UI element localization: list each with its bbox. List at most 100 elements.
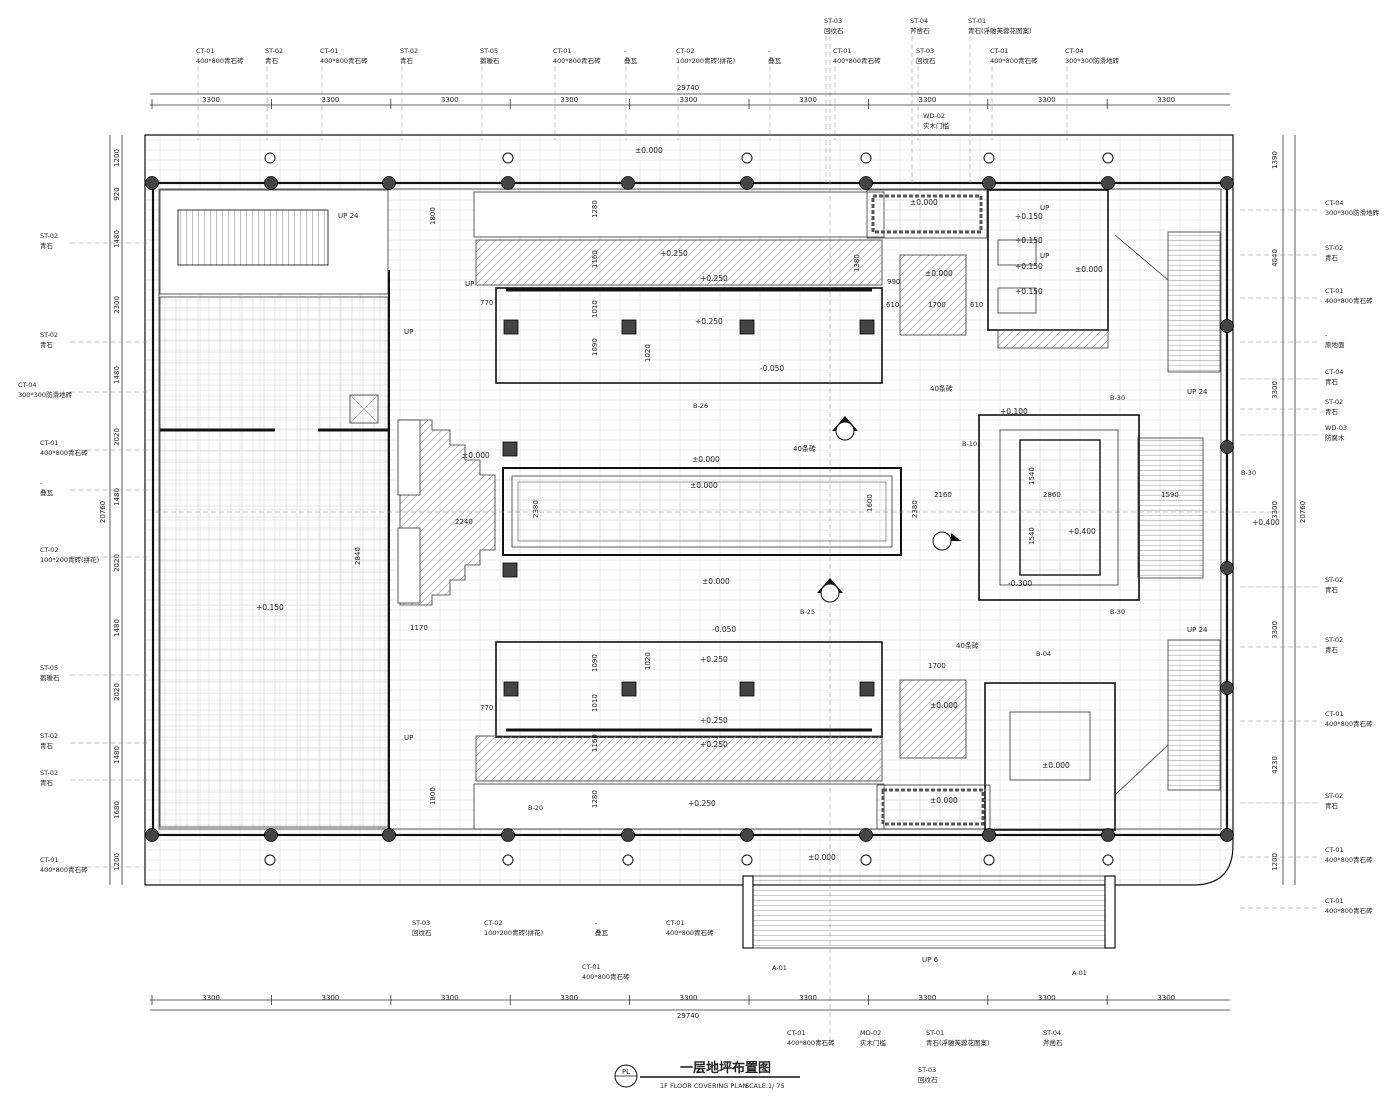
dim-module: 3300	[918, 96, 936, 104]
column	[382, 828, 396, 842]
material-tag-name: 100*200青砖(拼花)	[676, 56, 735, 65]
column	[859, 176, 873, 190]
material-tag-code: CT-01	[1325, 710, 1344, 718]
material-tag-name: 400*800青石砖	[196, 56, 244, 65]
dim-segment: 3300	[1271, 501, 1279, 519]
dim-module: 3300	[321, 994, 339, 1002]
level-label: +0.400	[1252, 518, 1280, 527]
ref-label: B-10	[962, 440, 977, 448]
material-tag-code: ST-03	[824, 17, 842, 25]
column	[1101, 828, 1115, 842]
dim-module: 3300	[321, 96, 339, 104]
material-tag-name: 300*300防滑地砖	[18, 390, 73, 399]
inner-dim: 610	[886, 301, 899, 309]
dim-segment: 4230	[1271, 756, 1279, 774]
material-tag-code: ST-02	[265, 47, 283, 55]
material-tag-name: 叠瓦	[768, 57, 782, 65]
stair-label: UP 24	[1187, 626, 1208, 634]
columns	[145, 152, 1234, 866]
column	[982, 828, 996, 842]
material-tag-name: 青石	[40, 778, 54, 787]
column-base	[502, 152, 514, 164]
material-tag-code: -	[40, 479, 43, 487]
dim-module: 3300	[1038, 96, 1056, 104]
column-base	[983, 854, 995, 866]
central-pool	[502, 467, 902, 556]
dim-module: 3300	[1157, 96, 1175, 104]
column	[264, 176, 278, 190]
inner-dim: 2160	[934, 491, 952, 499]
stair-label: UP 24	[1187, 388, 1208, 396]
column	[501, 176, 515, 190]
stair-label: UP	[465, 280, 474, 288]
dim-segment: 2020	[113, 428, 121, 446]
level-label: +0.100	[1000, 407, 1028, 416]
material-tag-name: 400*800青石砖	[787, 1038, 835, 1047]
level-label: +0.150	[1015, 236, 1043, 245]
level-label: +0.250	[700, 274, 728, 283]
dim-module: 3300	[202, 96, 220, 104]
material-tag-name: 原地面	[1325, 340, 1345, 349]
material-tag-code: ST-03	[412, 919, 430, 927]
column-base	[264, 152, 276, 164]
material-tag-name: 叠瓦	[595, 929, 609, 937]
inner-dim: 1160	[591, 250, 599, 268]
bottom-material-tags-row1: ST-03回纹石CT-02100*200青砖(拼花)-叠瓦CT-01400*80…	[412, 919, 714, 937]
level-label: +0.150	[256, 603, 284, 612]
column	[501, 828, 515, 842]
section-marker	[817, 416, 961, 603]
material-tag-code: ST-01	[968, 17, 986, 25]
material-tag-name: 400*800青石砖	[1325, 719, 1373, 728]
column-base	[622, 854, 634, 866]
material-tag-code: CT-01	[990, 47, 1009, 55]
inner-dim: 2840	[354, 547, 362, 565]
inner-dim: 2380	[911, 500, 919, 518]
ref-label: B-30	[1241, 469, 1256, 477]
inner-dimensions: 2240 2380 2380 1800 1800 1170 2840 1600 …	[354, 200, 1179, 808]
dim-segment: 1480	[113, 746, 121, 764]
inner-dim: 1020	[644, 652, 652, 670]
entry-steps	[742, 875, 1116, 949]
column	[621, 176, 635, 190]
material-tag-code: CT-01	[553, 47, 572, 55]
material-tag-code: ST-02	[1325, 398, 1343, 406]
stair-label: UP	[1040, 252, 1049, 260]
material-tag-code: ST-02	[40, 232, 58, 240]
door-tag-code: WD-02	[923, 112, 945, 120]
column-base	[502, 854, 514, 866]
material-tag-code: ST-01	[926, 1029, 944, 1037]
bottom-last-tag-name: 回纹石	[918, 1075, 938, 1084]
dim-module: 3300	[799, 994, 817, 1002]
dim-module: 3300	[918, 994, 936, 1002]
dim-height-right: 20760	[1299, 501, 1307, 523]
inner-dim: 1280	[591, 790, 599, 808]
dim-segment: 1200	[113, 149, 121, 167]
dim-module: 3300	[680, 96, 698, 104]
inner-dim: 1170	[410, 624, 428, 632]
dim-module: 3300	[680, 994, 698, 1002]
material-tag-name: 回纹石	[412, 928, 432, 937]
material-tag-code: CT-01	[666, 919, 685, 927]
inner-dim: 1800	[429, 787, 437, 805]
stepped-terrace	[399, 419, 496, 606]
material-tag-name: 实木门槛	[860, 1038, 887, 1047]
level-label: +0.250	[660, 249, 688, 258]
dim-segment: 1480	[113, 619, 121, 637]
right-material-tags: CT-04300*300防滑地砖ST-02青石CT-01400*800青石砖-原…	[1240, 199, 1380, 915]
upper-pavilion	[473, 191, 885, 384]
material-tag-name: 鹅暖石	[40, 673, 60, 682]
material-tag-name: 400*800青石砖	[553, 56, 601, 65]
material-tag-code: CT-02	[676, 47, 695, 55]
material-tag-code: ST-02	[40, 769, 58, 777]
material-tag-name: 100*200青砖(拼花)	[40, 555, 99, 564]
material-tag-code: -	[595, 919, 598, 927]
level-label: ±0.000	[930, 796, 958, 805]
level-label: +0.150	[1015, 212, 1043, 221]
material-tag-code: CT-01	[196, 47, 215, 55]
material-tag-code: CT-02	[484, 919, 503, 927]
top-material-tags-row2: CT-01400*800青石砖ST-02青石CT-01400*800青石砖ST-…	[196, 47, 1120, 140]
left-material-tags: ST-02青石ST-02青石CT-04300*300防滑地砖CT-01400*8…	[18, 232, 150, 874]
stair-label: UP 6	[922, 956, 939, 964]
